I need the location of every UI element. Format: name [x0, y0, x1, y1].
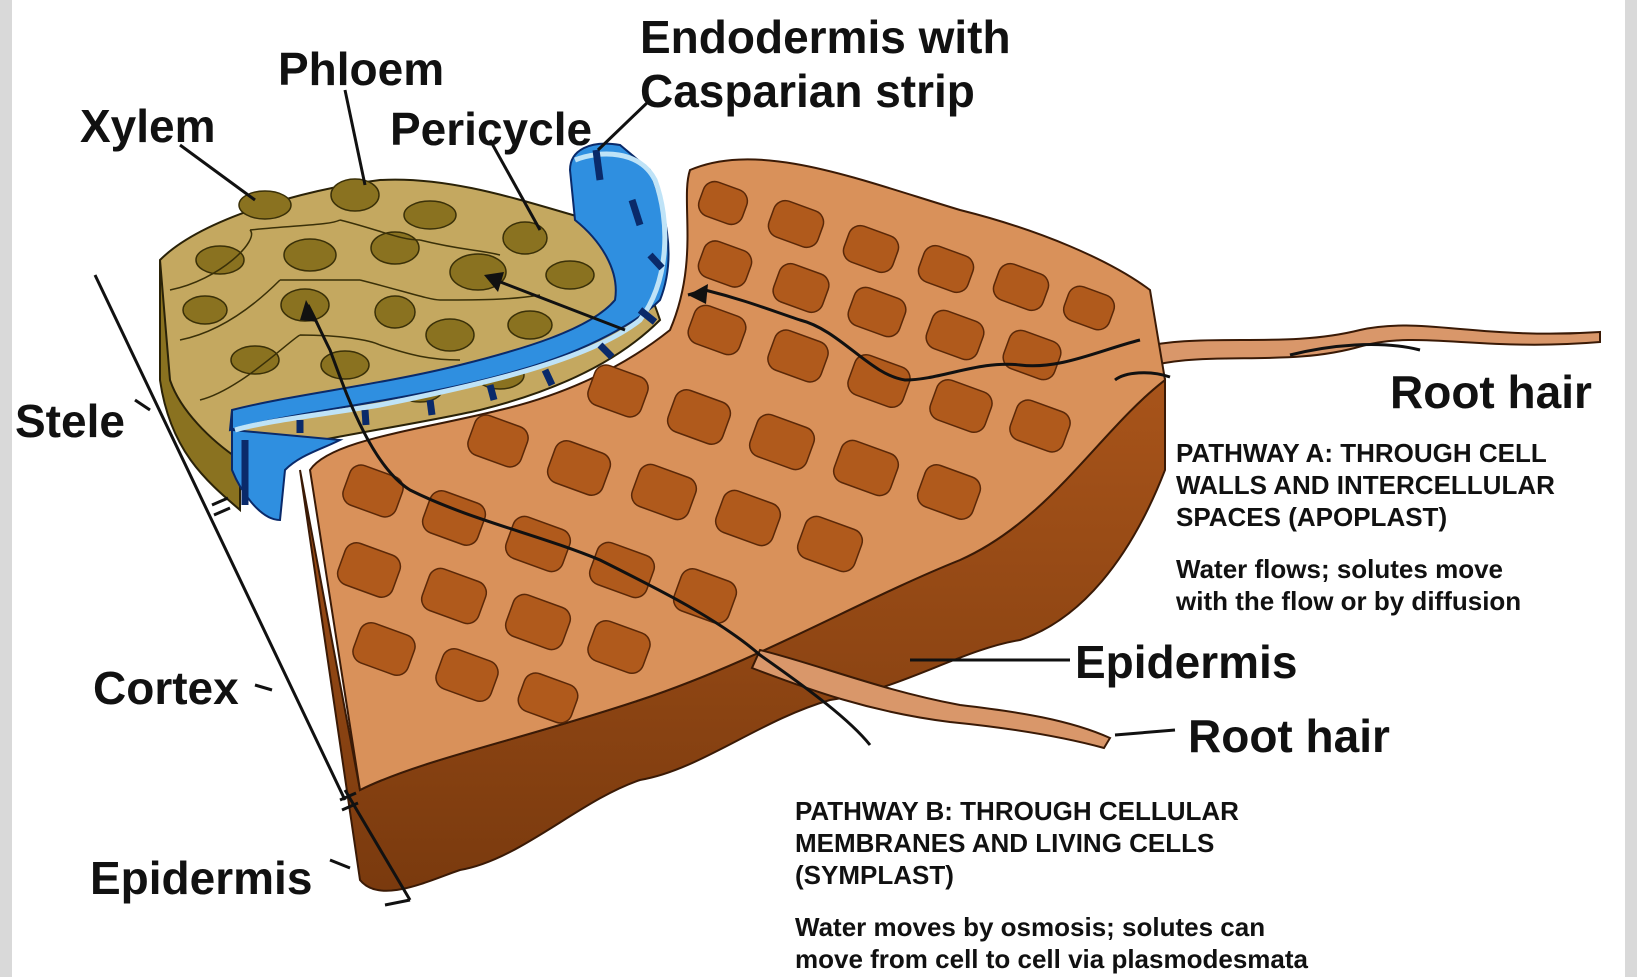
- label-endodermis-line2: Casparian strip: [640, 64, 1011, 118]
- label-root-hair-bottom: Root hair: [1188, 713, 1390, 759]
- label-stele: Stele: [15, 398, 125, 444]
- label-pericycle: Pericycle: [390, 106, 592, 152]
- label-endodermis-line1: Endodermis with: [640, 10, 1011, 64]
- pathway-b-title-line3: (SYMPLAST): [795, 859, 1308, 891]
- label-epidermis-right: Epidermis: [1075, 639, 1297, 685]
- pathway-b-title-line1: PATHWAY B: THROUGH CELLULAR: [795, 795, 1308, 827]
- pathway-a-text: PATHWAY A: THROUGH CELL WALLS AND INTERC…: [1176, 437, 1555, 617]
- label-phloem: Phloem: [278, 46, 444, 92]
- label-root-hair-top: Root hair: [1390, 369, 1592, 415]
- pathway-b-desc-line2: move from cell to cell via plasmodesmata: [795, 943, 1308, 975]
- pathway-b-text: PATHWAY B: THROUGH CELLULAR MEMBRANES AN…: [795, 795, 1308, 975]
- label-epidermis-left: Epidermis: [90, 855, 312, 901]
- pathway-a-desc-line1: Water flows; solutes move: [1176, 553, 1555, 585]
- label-xylem: Xylem: [80, 103, 216, 149]
- pathway-a-title-line1: PATHWAY A: THROUGH CELL: [1176, 437, 1555, 469]
- pathway-a-title-line2: WALLS AND INTERCELLULAR: [1176, 469, 1555, 501]
- label-cortex: Cortex: [93, 665, 239, 711]
- pathway-a-title-line3: SPACES (APOPLAST): [1176, 501, 1555, 533]
- pathway-b-desc-line1: Water moves by osmosis; solutes can: [795, 911, 1308, 943]
- label-endodermis: Endodermis with Casparian strip: [640, 10, 1011, 118]
- pathway-a-desc-line2: with the flow or by diffusion: [1176, 585, 1555, 617]
- pathway-b-title-line2: MEMBRANES AND LIVING CELLS: [795, 827, 1308, 859]
